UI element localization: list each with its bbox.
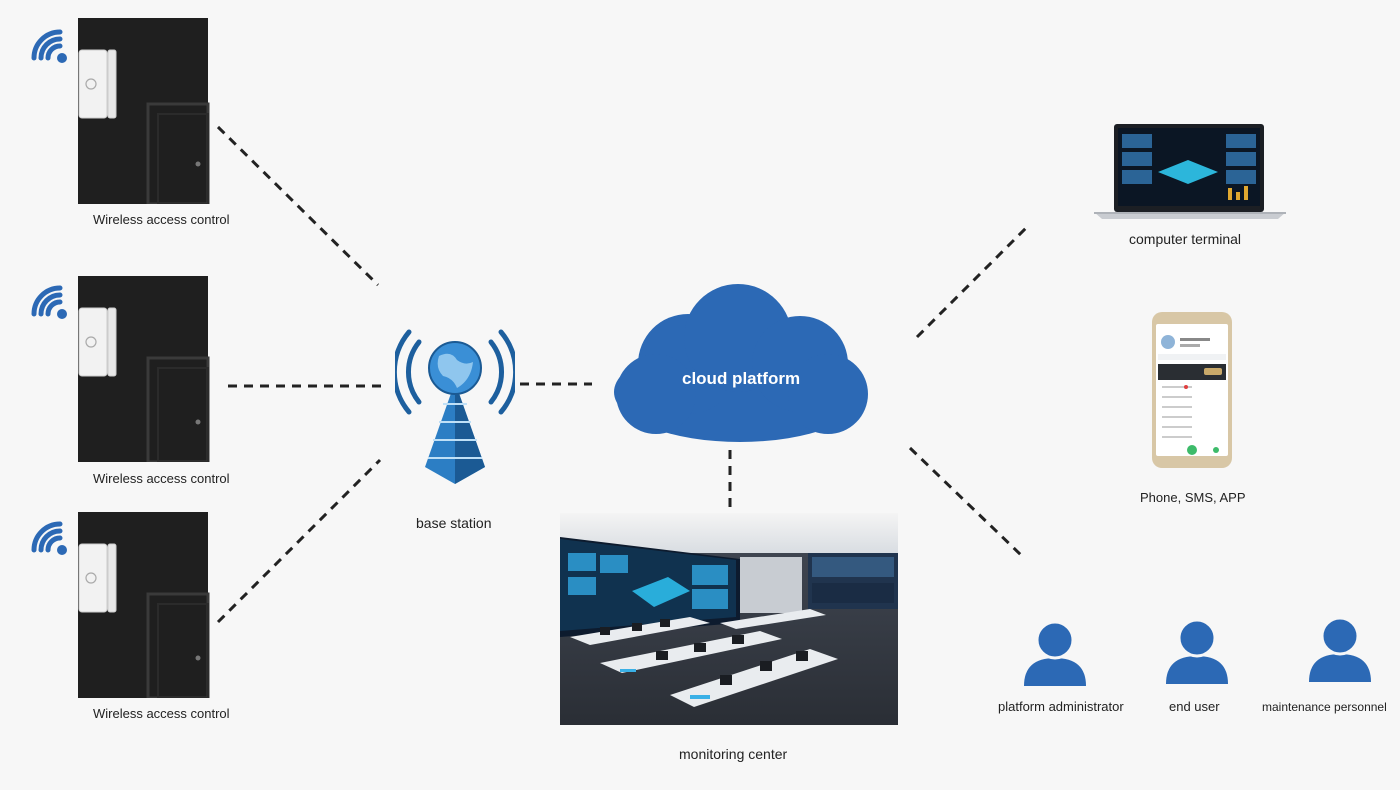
laptop-icon <box>1094 124 1286 219</box>
link-device3-base <box>216 458 382 624</box>
control-room-illustration <box>560 513 898 725</box>
cloud-platform: cloud platform <box>608 282 872 450</box>
person-icon <box>1309 616 1371 682</box>
user-1 <box>1022 620 1088 690</box>
wireless-signal-icon <box>31 521 67 555</box>
device-3-label: Wireless access control <box>93 706 230 721</box>
device-2-label: Wireless access control <box>93 471 230 486</box>
device-3 <box>22 508 222 700</box>
link-cloud-computer <box>915 225 1029 339</box>
user-2-label: end user <box>1169 699 1220 714</box>
cloud-label: cloud platform <box>682 369 801 388</box>
link-device1-base <box>216 125 380 287</box>
phone-label: Phone, SMS, APP <box>1140 490 1246 505</box>
base-station <box>391 322 519 492</box>
monitoring-center-label: monitoring center <box>679 746 788 762</box>
computer-terminal-label: computer terminal <box>1129 231 1242 247</box>
device-2 <box>22 272 222 464</box>
person-icon <box>1024 620 1086 686</box>
device-1 <box>22 14 222 206</box>
antenna-tower-icon <box>391 329 519 484</box>
smartphone-icon <box>1152 312 1232 468</box>
user-3-label: maintenance personnel <box>1262 700 1387 714</box>
link-cloud-users <box>908 446 1023 557</box>
user-3 <box>1307 616 1373 686</box>
cloud-icon <box>614 284 868 442</box>
user-1-label: platform administrator <box>998 699 1124 714</box>
door-sensor-image <box>78 18 210 206</box>
wireless-signal-icon <box>31 285 67 319</box>
base-station-label: base station <box>416 515 492 531</box>
laptop-image <box>1090 120 1290 220</box>
person-icon <box>1166 618 1228 684</box>
phone-image <box>1150 310 1234 470</box>
device-1-label: Wireless access control <box>93 212 230 227</box>
wireless-signal-icon <box>31 29 67 63</box>
monitoring-center-image <box>560 513 898 725</box>
user-2 <box>1164 618 1230 688</box>
